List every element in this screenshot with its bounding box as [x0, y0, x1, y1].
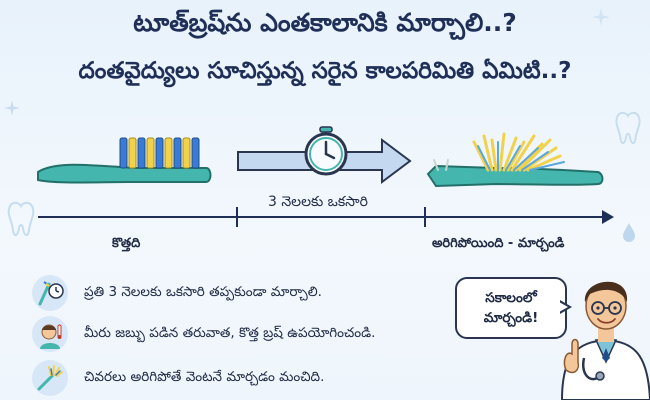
- sparkle-icon: [4, 100, 20, 116]
- tip-text: మీరు జబ్బు పడిన తరువాత, కొత్త బ్రష్ ఉపయో…: [84, 324, 376, 341]
- timeline-axis: [38, 216, 608, 218]
- tooth-outline-icon: [615, 111, 641, 145]
- worn-brush-label: అరిగిపోయింది - మార్చండి: [432, 236, 565, 251]
- sparkle-icon: [592, 8, 610, 26]
- new-brush-label: కొత్తది: [112, 236, 141, 251]
- worn-brush-icon: [32, 360, 68, 396]
- speech-bubble-line: మార్చండి!: [483, 310, 539, 326]
- clock-icon: [304, 126, 348, 176]
- tip-item: మీరు జబ్బు పడిన తరువాత, కొత్త బ్రష్ ఉపయో…: [32, 316, 375, 352]
- tooth-outline-icon: [7, 201, 35, 236]
- speech-bubble: సకాలంలో మార్చండి!: [455, 277, 567, 339]
- new-toothbrush-icon: [37, 137, 212, 184]
- tip-text: చివరలు అరిగిపోతే వెంటనే మార్చడం మంచిది.: [84, 368, 325, 385]
- worn-toothbrush-icon: [426, 132, 604, 188]
- speech-bubble-tail: [559, 302, 568, 312]
- timeline-tick: [424, 207, 426, 227]
- page-title: టూత్‌బ్రష్‌ను ఎంతకాలానికి మార్చాలి..?: [133, 8, 517, 37]
- sick-person-icon: [32, 316, 68, 352]
- page-subtitle: దంతవైద్యులు సూచిస్తున్న సరైన కాలపరిమితి …: [78, 58, 572, 84]
- timeline-arrowhead: [602, 210, 614, 224]
- droplet-icon: [623, 223, 635, 242]
- tip-text: ప్రతి 3 నెలలకు ఒకసారి తప్పకుండా మార్చాలి…: [84, 283, 322, 300]
- dentist-illustration: [560, 281, 650, 400]
- timeline-tick: [236, 207, 238, 227]
- tip-item: చివరలు అరిగిపోతే వెంటనే మార్చడం మంచిది.: [32, 360, 324, 396]
- interval-label: 3 నెలలకు ఒకసారి: [268, 194, 368, 210]
- speech-bubble-line: సకాలంలో: [485, 290, 537, 306]
- toothbrush-clock-icon: [32, 275, 68, 311]
- tip-item: ప్రతి 3 నెలలకు ఒకసారి తప్పకుండా మార్చాలి…: [32, 275, 322, 311]
